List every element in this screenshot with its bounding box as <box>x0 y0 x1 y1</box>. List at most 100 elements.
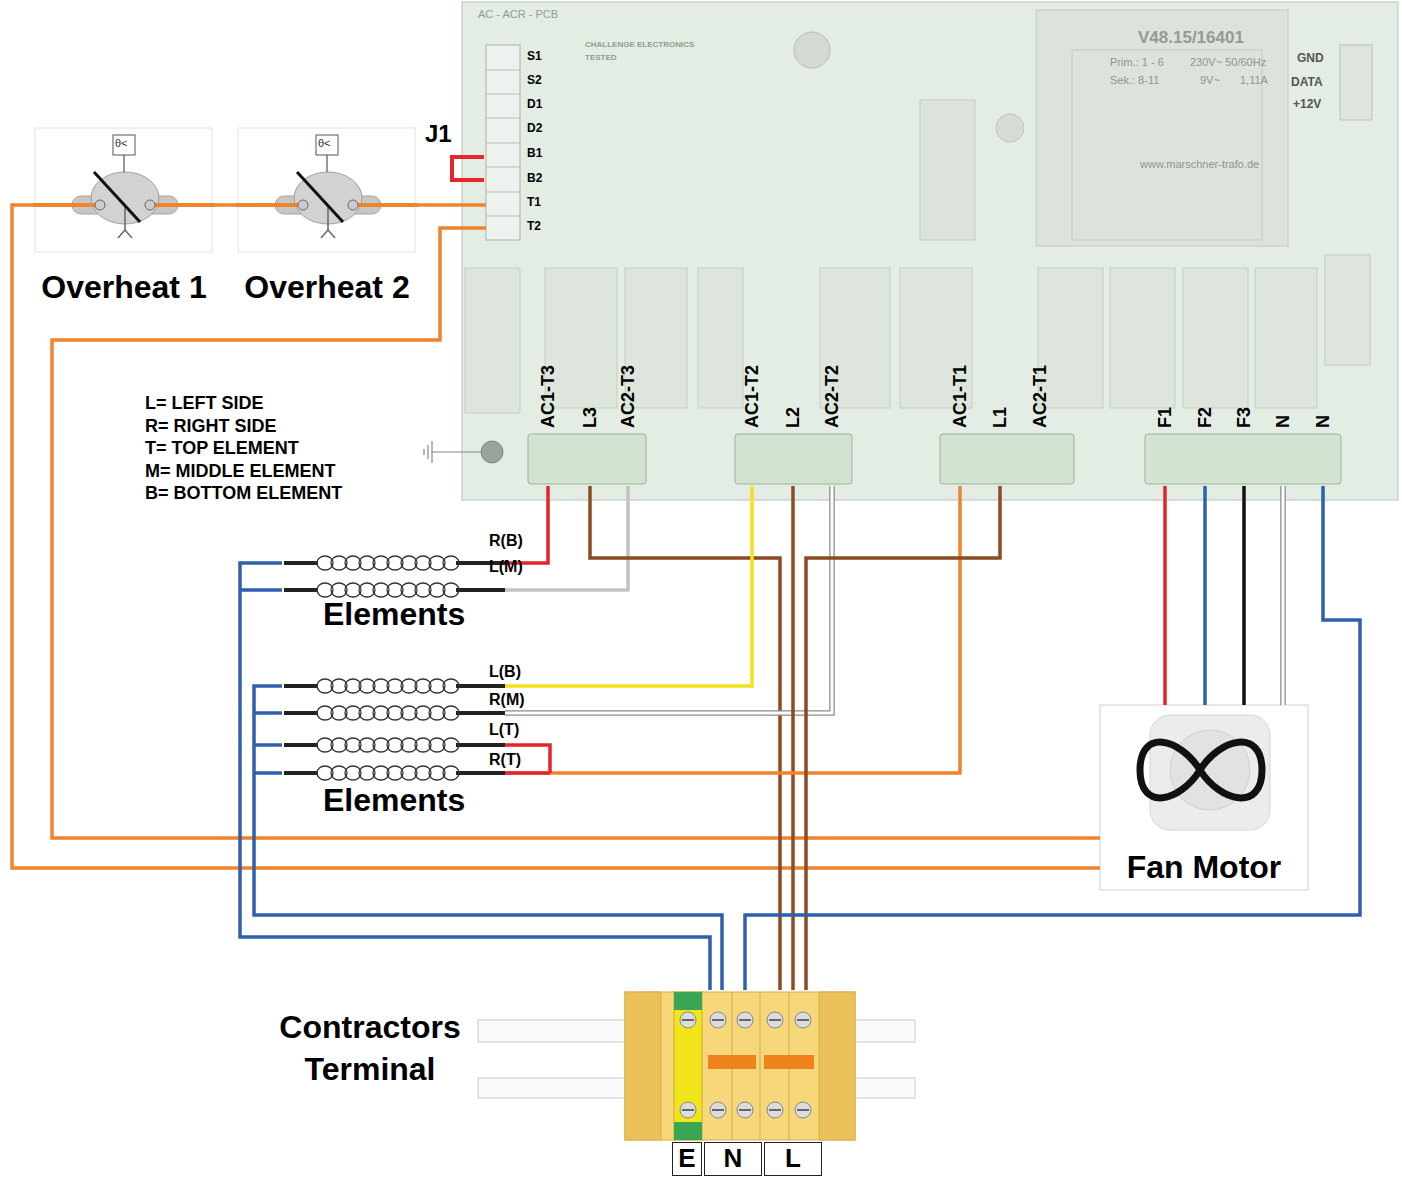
pin-header: S1S2D1D2B1B2T1T2 <box>486 44 548 240</box>
fan-motor-picture <box>1150 715 1270 830</box>
overheat-thermostat: Overheat 1 <box>33 128 215 306</box>
screw-connector <box>486 118 520 119</box>
din-rail-terminal <box>680 1012 811 1118</box>
jumper-link <box>452 157 484 180</box>
thermostat-picture <box>328 230 335 238</box>
din-rail-terminal <box>819 992 855 1140</box>
thermostat-picture <box>327 205 329 230</box>
terminal-block-text: AC1-T1 <box>950 365 970 428</box>
terminal-block-graphic <box>940 434 1074 484</box>
silkscreen-text: AC - ACR - PCB <box>478 8 558 21</box>
silkscreen-text: 1,11A <box>1240 74 1268 87</box>
pin-name: +12V <box>1293 98 1321 112</box>
terminal-block: AC1-T2L2AC2-T2 <box>735 352 852 486</box>
contractor-terminal-text: N <box>704 1142 762 1176</box>
legend-entry: M= MIDDLE ELEMENT <box>145 460 342 483</box>
wire-end-label: L(T) <box>489 721 519 739</box>
pcb-board <box>1325 255 1370 365</box>
pin-header-text: D1 <box>527 98 542 112</box>
din-rail-terminal <box>708 1055 756 1069</box>
thermostat-picture <box>326 155 327 172</box>
legend-text: B= BOTTOM ELEMENT <box>145 483 342 503</box>
heating-coil <box>443 738 459 752</box>
wire-path <box>1163 486 1167 705</box>
din-rail-terminal <box>737 1102 753 1118</box>
silkscreen-text: TESTED <box>585 53 617 62</box>
thermostat-picture <box>316 135 338 155</box>
heating-coil <box>284 561 318 565</box>
thermostat-picture <box>238 128 415 252</box>
din-rail-terminal <box>769 1019 781 1021</box>
jumper-label: J1 <box>425 120 452 148</box>
heating-coil <box>284 588 318 592</box>
pin-header-text: D2 <box>527 122 542 136</box>
pin-name: GND <box>1297 52 1324 66</box>
wire <box>505 486 832 713</box>
element-bridge <box>240 590 282 773</box>
legend-entry: R= RIGHT SIDE <box>145 415 342 438</box>
heating-coil <box>284 711 318 715</box>
thermostat-picture <box>236 203 298 207</box>
wire-path <box>505 771 550 775</box>
terminal-block-text: N <box>1273 415 1293 428</box>
heating-coil <box>443 679 459 693</box>
pcb-board <box>1183 268 1248 408</box>
heating-elements: Elements <box>282 678 505 820</box>
wire-path <box>505 486 628 590</box>
contractor-terminal-text: E <box>672 1142 702 1176</box>
silkscreen-text: 9V~ <box>1200 74 1220 87</box>
wire-path <box>12 205 1100 868</box>
terminal-block-text: F2 <box>1195 407 1215 428</box>
wire-path <box>745 486 1360 990</box>
terminal-block-text: F3 <box>1234 407 1254 428</box>
legend-entry: T= TOP ELEMENT <box>145 437 342 460</box>
terminal-block-text: N <box>1313 415 1333 428</box>
terminal-block-text: AC2-T2 <box>822 365 842 428</box>
pcb-board <box>1255 268 1317 408</box>
wire-end-label: R(M) <box>489 691 525 709</box>
silkscreen-text: www.marschner-trafo.de <box>1140 158 1259 171</box>
element-bridge <box>254 771 282 775</box>
wire-path <box>505 486 752 686</box>
pcb-board <box>462 2 1398 500</box>
legend-text: L= LEFT SIDE <box>145 393 264 413</box>
terminal-block-graphic <box>528 434 1341 484</box>
din-rail-terminal <box>795 1102 811 1118</box>
legend-text: R= RIGHT SIDE <box>145 416 277 436</box>
screw-connector <box>486 70 520 71</box>
heating-coil <box>456 588 505 592</box>
thermostat-picture <box>358 203 418 207</box>
thermostat-picture <box>33 203 95 207</box>
heating-coil <box>284 684 318 688</box>
earth-symbol <box>432 451 481 452</box>
pcb-board <box>920 100 975 240</box>
heating-coil <box>456 711 505 715</box>
wire <box>52 228 1100 838</box>
terminal-block-text: AC2-T1 <box>1030 365 1050 428</box>
terminal-block-text: L3 <box>580 407 600 428</box>
din-rail-terminal <box>767 1102 783 1118</box>
din-rail-terminal <box>682 1020 809 1110</box>
fan-motor: Fan Motor <box>1100 705 1308 890</box>
screw-connector <box>486 45 520 240</box>
din-rail-terminal <box>769 1109 781 1111</box>
wire-path <box>1282 486 1285 705</box>
heating-coil <box>284 771 318 775</box>
pin-header-text: S1 <box>527 50 542 64</box>
heating-coil <box>456 771 505 775</box>
wire-path <box>418 203 486 207</box>
thermostat-picture <box>321 230 328 238</box>
wire-path <box>52 228 1100 838</box>
heating-coil <box>443 556 459 570</box>
wire-end-label: L(B) <box>489 663 521 681</box>
overheat-thermostat-text: Overheat 1 <box>41 269 206 306</box>
terminal-block: AC1-T3L3AC2-T3 <box>528 352 646 486</box>
thermostat-symbol: θ< <box>115 137 128 150</box>
thermostat-picture <box>348 200 358 210</box>
earth-symbol <box>481 441 503 463</box>
pcb-board <box>794 32 830 68</box>
element-bridge <box>254 743 282 747</box>
din-rail-terminal <box>478 992 915 1140</box>
terminal-block-graphic <box>735 434 852 484</box>
contractor-terminal-text: L <box>764 1142 822 1176</box>
